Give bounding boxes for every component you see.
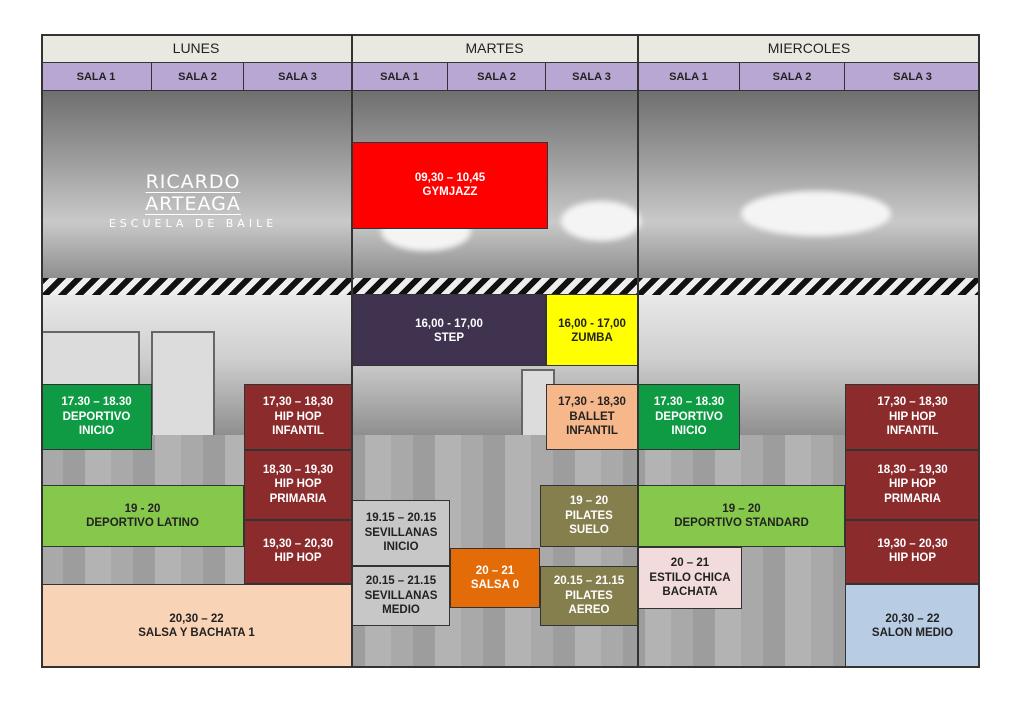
sala-header: SALA 1 <box>638 62 740 91</box>
schedule-frame <box>41 34 980 668</box>
class-block[interactable]: 20 – 21 ESTILO CHICA BACHATA <box>638 547 742 609</box>
class-block[interactable]: 17,30 – 18,30 HIP HOP INFANTIL <box>845 384 980 450</box>
class-block[interactable]: 20 – 21 SALSA 0 <box>450 548 540 608</box>
class-block[interactable]: 09,30 – 10,45 GYMJAZZ <box>352 142 548 229</box>
day-separator <box>637 34 639 668</box>
window <box>41 331 140 390</box>
sala-header: SALA 1 <box>41 62 152 91</box>
sala-header: SALA 1 <box>352 62 448 91</box>
class-block[interactable]: 17,30 - 18,30 BALLET INFANTIL <box>546 384 638 450</box>
class-block[interactable]: 20.15 – 21.15 PILATES AEREO <box>540 566 638 626</box>
class-block[interactable]: 16,00 - 17,00 STEP <box>352 294 546 366</box>
logo-subtitle: ESCUELA DE BAILE <box>108 217 278 230</box>
sala-header: SALA 3 <box>546 62 638 91</box>
class-block[interactable]: 17.30 – 18.30 DEPORTIVO INICIO <box>638 384 740 450</box>
class-block[interactable]: 17,30 – 18,30 HIP HOP INFANTIL <box>244 384 352 450</box>
class-block[interactable]: 19 – 20 PILATES SUELO <box>540 485 638 547</box>
day-separator <box>351 34 353 668</box>
day-header-lunes: LUNES <box>41 34 352 62</box>
door <box>151 331 215 445</box>
sala-header: SALA 2 <box>152 62 244 91</box>
ceiling-light <box>561 201 641 241</box>
class-block[interactable]: 19,30 – 20,30 HIP HOP <box>845 520 980 584</box>
striped-band <box>41 278 980 295</box>
class-block[interactable]: 20,30 – 22 SALON MEDIO <box>845 584 980 668</box>
class-block[interactable]: 20,30 – 22 SALSA Y BACHATA 1 <box>41 584 352 668</box>
sala-header: SALA 2 <box>740 62 845 91</box>
logo-name: RICARDO ARTEAGA <box>145 171 241 215</box>
class-block[interactable]: 20.15 – 21.15 SEVILLANAS MEDIO <box>352 566 450 626</box>
class-block[interactable]: 19,30 – 20,30 HIP HOP <box>244 520 352 584</box>
day-header-miercoles: MIERCOLES <box>638 34 980 62</box>
class-block[interactable]: 17.30 – 18.30 DEPORTIVO INICIO <box>41 384 152 450</box>
class-block[interactable]: 19 - 20 DEPORTIVO LATINO <box>41 485 244 547</box>
school-logo: RICARDO ARTEAGA ESCUELA DE BAILE <box>98 171 288 230</box>
class-block[interactable]: 16,00 - 17,00 ZUMBA <box>546 294 638 366</box>
class-block[interactable]: 18,30 – 19,30 HIP HOP PRIMARIA <box>845 450 980 520</box>
sala-header: SALA 3 <box>845 62 980 91</box>
sala-header: SALA 2 <box>448 62 546 91</box>
class-block[interactable]: 19 – 20 DEPORTIVO STANDARD <box>638 485 845 547</box>
ceiling-light <box>741 191 891 236</box>
day-header-martes: MARTES <box>352 34 638 62</box>
class-block[interactable]: 19.15 – 20.15 SEVILLANAS INICIO <box>352 500 450 566</box>
class-block[interactable]: 18,30 – 19,30 HIP HOP PRIMARIA <box>244 450 352 520</box>
